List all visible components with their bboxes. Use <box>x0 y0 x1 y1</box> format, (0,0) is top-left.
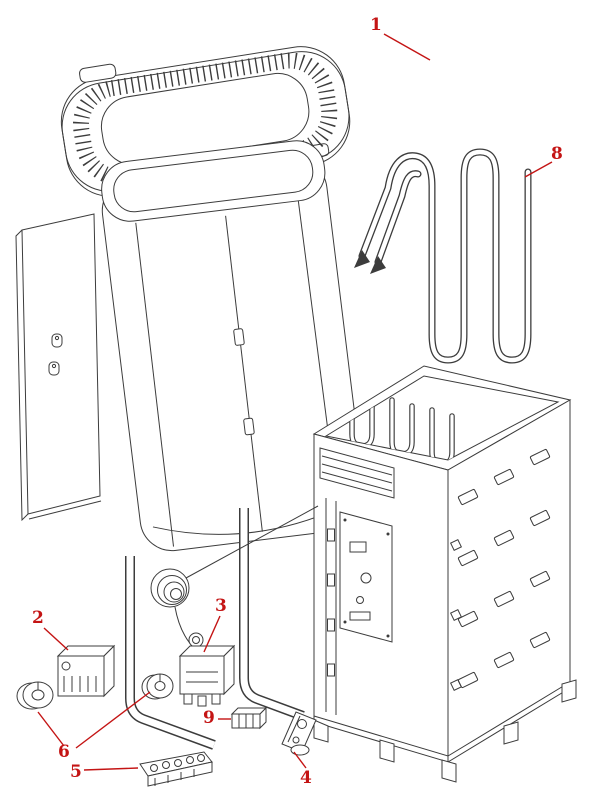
thermostat <box>178 632 236 707</box>
callout-label-8: 8 <box>551 144 563 164</box>
connector-block <box>230 706 268 730</box>
side-rail-right <box>239 508 305 721</box>
inner-chassis <box>312 365 577 783</box>
heating-element <box>354 148 532 364</box>
callout-label-3: 3 <box>215 596 227 616</box>
callout-leader-lines <box>37 33 553 771</box>
callout-label-4: 4 <box>300 768 312 788</box>
callout-label-6: 6 <box>58 742 70 762</box>
main-body-shell <box>101 140 366 552</box>
callout-label-2: 2 <box>32 608 44 628</box>
terminal-strip <box>139 751 213 787</box>
knob-left <box>16 681 54 710</box>
side-rail-left <box>125 556 216 750</box>
mounting-bracket <box>281 711 317 756</box>
callout-label-5: 5 <box>70 762 82 782</box>
timer-control <box>56 644 116 698</box>
callout-label-1: 1 <box>370 15 382 35</box>
callout-label-9: 9 <box>203 708 215 728</box>
side-panel <box>15 213 102 522</box>
